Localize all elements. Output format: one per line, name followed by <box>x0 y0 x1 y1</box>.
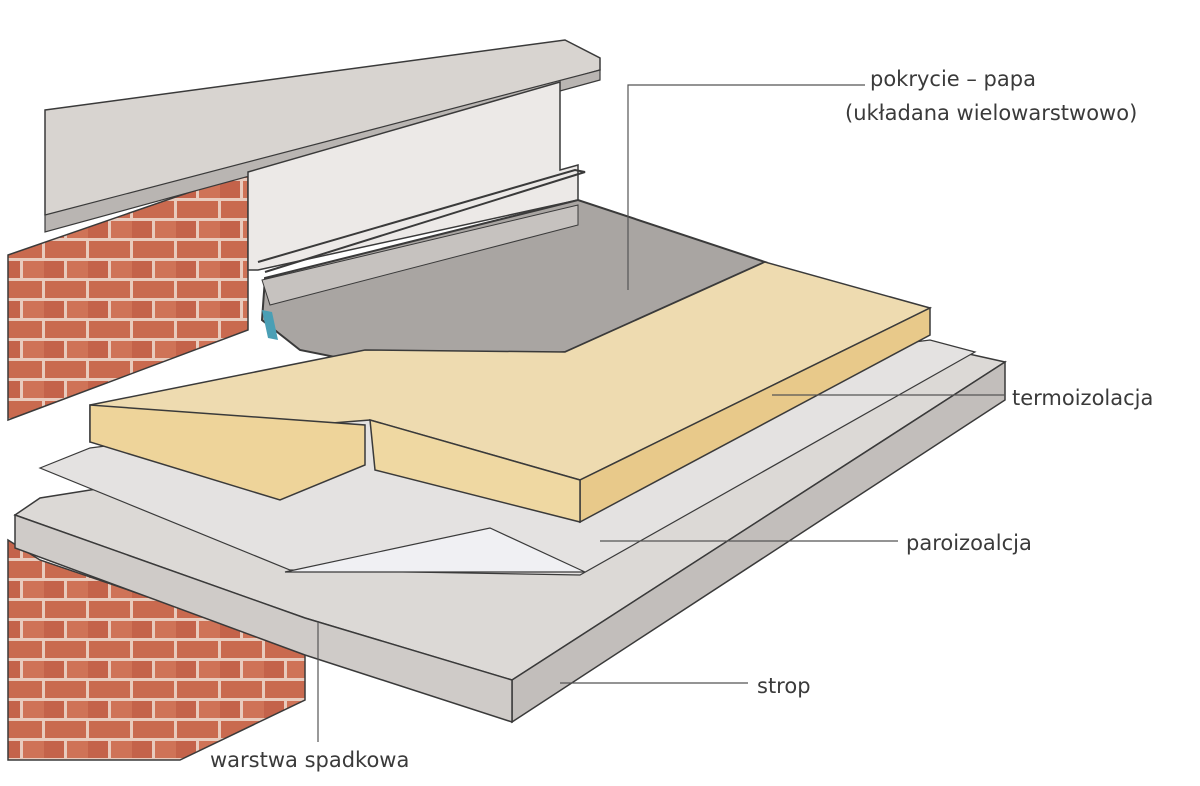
bitumen-joint <box>262 310 278 340</box>
roofing-membrane-upturn <box>261 204 579 306</box>
label-termoizolacja: termoizolacja <box>1012 386 1154 410</box>
insulation-front-left <box>89 404 366 501</box>
strop-slab-front <box>14 513 513 724</box>
leader-line-pokrycie <box>627 84 865 290</box>
label-pokrycie-subtitle: (układana wielowarstwowo) <box>845 101 1138 125</box>
insulation-front-right <box>369 418 581 523</box>
label-paroizolacja: paroizoalcja <box>906 531 1032 555</box>
parapet-face <box>247 81 579 271</box>
brick-wall-lower <box>7 538 306 761</box>
label-pokrycie-papa: pokrycie – papa <box>870 67 1036 91</box>
label-strop: strop <box>757 674 811 698</box>
label-warstwa-spadkowa: warstwa spadkowa <box>210 748 410 772</box>
flashing-strip <box>257 168 586 273</box>
vapor-barrier <box>284 527 586 573</box>
